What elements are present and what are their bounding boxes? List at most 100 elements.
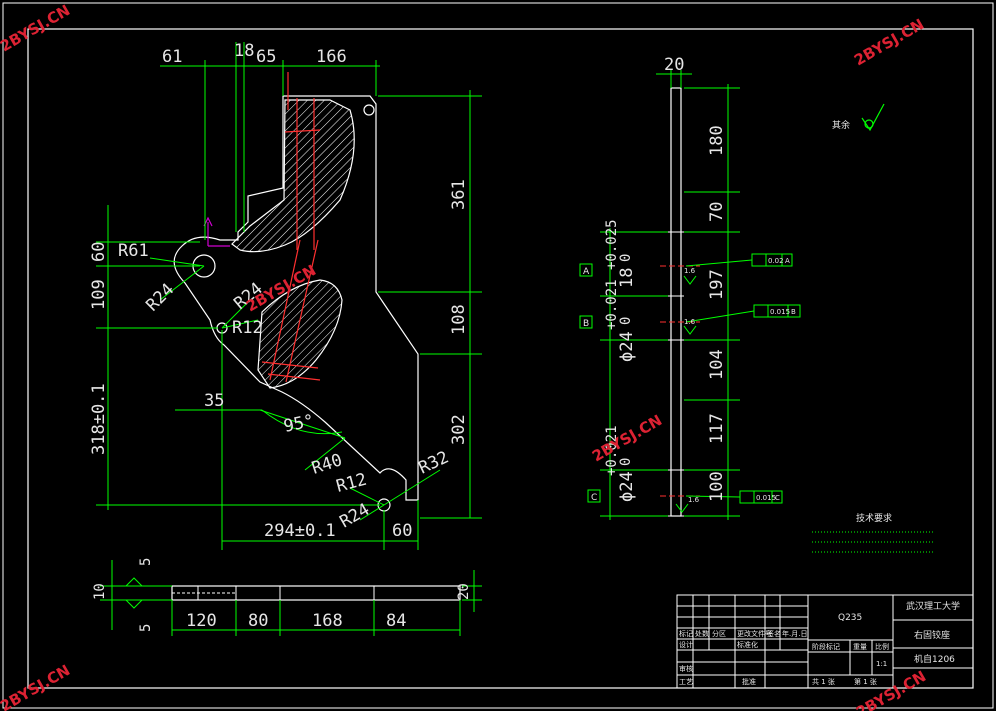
dim-left-109: 109 <box>89 279 109 310</box>
bv-dim-120: 120 <box>186 611 217 631</box>
sv-left-tol3: +0.021 <box>604 425 620 476</box>
bv-dim-84: 84 <box>386 611 406 631</box>
inner-border <box>27 28 974 689</box>
watermark-bottom-right: 2BYSJ.CN <box>853 667 929 711</box>
title-block <box>676 594 974 689</box>
hatched-section-lower <box>257 279 343 389</box>
tb-h-date: 年.月.日 <box>782 629 807 638</box>
tol-2-datum: B <box>791 308 796 316</box>
tb-part-name: 右固铰座 <box>914 629 950 641</box>
radius-r24-a: R24 <box>142 280 178 316</box>
plate-outline <box>171 585 461 601</box>
dim-top-166: 166 <box>316 47 347 67</box>
radius-r40: R40 <box>309 450 344 479</box>
radius-r61: R61 <box>118 241 149 261</box>
side-outline <box>670 87 682 517</box>
tb-std: 标准化 <box>737 640 758 649</box>
radius-r32: R32 <box>416 447 452 478</box>
dim-top-18: 18 <box>234 41 254 61</box>
tb-ratio: 比例 <box>875 642 889 651</box>
tech-req-text-lines <box>812 531 934 553</box>
sv-dim-197: 197 <box>707 269 727 300</box>
bv-dim-10: 10 <box>92 583 108 600</box>
dim-top-65: 65 <box>256 47 276 67</box>
dim-right-361: 361 <box>449 179 469 210</box>
roughness-3: 1.6 <box>688 496 700 504</box>
roughness-1: 1.6 <box>684 267 696 275</box>
dim-right-108: 108 <box>449 304 469 335</box>
sv-left-tol2: +0.021 <box>604 279 620 330</box>
ucs-icon <box>203 216 230 247</box>
datum-a: A <box>583 267 590 277</box>
tol-1-value: 0.02 <box>768 257 784 265</box>
bottom-view <box>100 560 482 636</box>
part-outline <box>173 95 419 501</box>
hatched-section-upper <box>231 99 355 253</box>
tb-row-process: 工艺 <box>679 678 693 686</box>
dim-right-302: 302 <box>449 414 469 445</box>
tb-scale: 1:1 <box>876 660 887 668</box>
sv-left-d24b: ϕ24 <box>617 471 637 502</box>
surface-roughness-symbol <box>861 103 885 132</box>
tech-req-title: 技术要求 <box>856 512 892 524</box>
front-view <box>96 42 482 550</box>
sv-dim-104: 104 <box>707 349 727 380</box>
section-lines <box>261 72 321 383</box>
bv-dim-5a: 5 <box>138 558 154 566</box>
hole-top <box>363 104 375 116</box>
watermark-top-left: 2BYSJ.CN <box>0 1 73 55</box>
tb-weight: 重量 <box>853 643 867 651</box>
watermark-top-right: 2BYSJ.CN <box>851 15 927 69</box>
bv-dim-168: 168 <box>312 611 343 631</box>
tol-3-value: 0.015 <box>756 494 776 502</box>
tb-h-change: 更改文件号 <box>737 629 772 638</box>
dim-35: 35 <box>204 391 224 411</box>
sv-dim-20: 20 <box>664 55 684 75</box>
tol-2-value: 0.015 <box>770 308 790 316</box>
surface-note: 其余 <box>832 119 850 131</box>
sv-left-d24a: ϕ24 <box>617 331 637 362</box>
side-view <box>579 70 801 520</box>
tb-row-review: 审核 <box>679 664 693 673</box>
bv-dim-80: 80 <box>248 611 268 631</box>
tb-h-mark: 标记 <box>679 629 693 638</box>
radius-r12-b: R12 <box>334 470 369 497</box>
sv-left-18: 18 <box>617 268 637 288</box>
tol-1-datum: A <box>785 257 790 265</box>
dim-294: 294±0.1 <box>264 521 336 541</box>
sv-dim-100: 100 <box>707 471 727 502</box>
datum-c: C <box>591 493 597 503</box>
tb-stage: 阶段标记 <box>812 642 840 651</box>
tb-sheet-no: 第 1 张 <box>854 677 877 686</box>
dim-left-60: 60 <box>89 242 109 262</box>
radius-r12-a: R12 <box>232 318 263 338</box>
watermark-mid: 2BYSJ.CN <box>589 411 665 465</box>
dim-60: 60 <box>392 521 412 541</box>
sv-left-tol3-zero: 0 <box>618 458 634 466</box>
tb-approve: 批准 <box>742 677 756 686</box>
tol-3-datum: C <box>775 494 780 502</box>
sv-left-tol1: +0.025 <box>604 219 620 270</box>
bv-dim-20: 20 <box>456 583 472 600</box>
watermark-bottom-left: 2BYSJ.CN <box>0 661 73 711</box>
tb-sheet-total: 共 1 张 <box>812 677 835 686</box>
sv-dim-70: 70 <box>707 202 727 222</box>
sv-left-tol1-zero: 0 <box>618 254 634 262</box>
front-dim-lines <box>96 42 482 550</box>
tb-h-count: 处数 <box>695 629 709 638</box>
tb-row-design: 设计 <box>679 640 693 649</box>
bv-dim-5b: 5 <box>138 624 154 632</box>
roughness-2: 1.6 <box>684 318 696 326</box>
dim-top-61: 61 <box>162 47 182 67</box>
sv-dim-117: 117 <box>707 413 727 444</box>
dim-left-318: 318±0.1 <box>89 383 109 455</box>
tb-school: 武汉理工大学 <box>906 600 960 612</box>
sv-dim-180: 180 <box>707 125 727 156</box>
tb-h-sign: 签名 <box>767 629 781 638</box>
tb-material: Q235 <box>838 613 862 623</box>
tb-drawing-no: 机自1206 <box>914 653 955 665</box>
datum-b: B <box>583 319 589 329</box>
tb-h-zone: 分区 <box>712 629 726 638</box>
